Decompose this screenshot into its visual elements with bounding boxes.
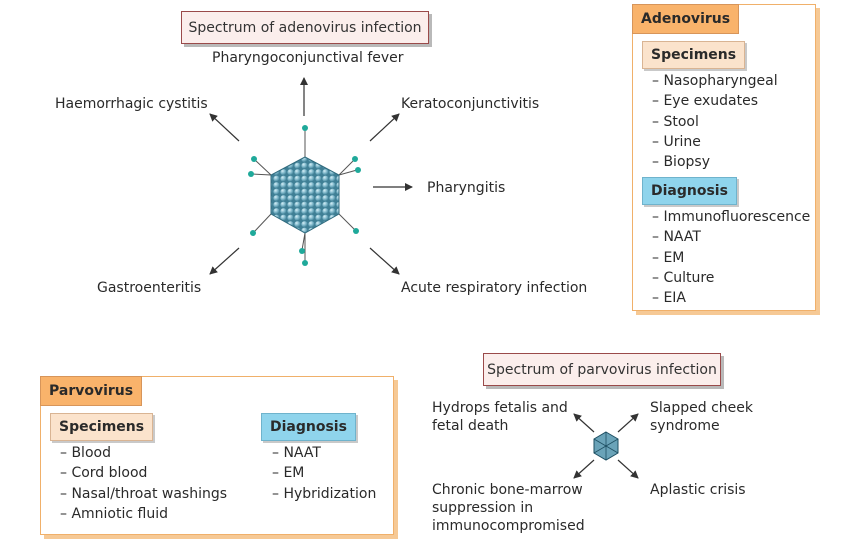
arrow-icon <box>573 413 639 479</box>
outcome-haemorrhagic-cystitis: Haemorrhagic cystitis <box>55 96 208 112</box>
adenovirus-specimens-label: Specimens <box>642 41 746 69</box>
adenovirus-diagnosis-list: Immunofluorescence NAAT EM Culture EIA <box>652 207 810 308</box>
list-item: Cord blood <box>60 463 227 483</box>
arrow-icon <box>209 77 413 275</box>
parvovirus-specimens-list: Blood Cord blood Nasal/throat washings A… <box>60 443 227 524</box>
list-item: Biopsy <box>652 152 778 172</box>
list-item: Stool <box>652 112 778 132</box>
adenovirus-particle-icon <box>248 125 361 266</box>
list-item: Amniotic fluid <box>60 504 227 524</box>
parvovirus-specimens-label: Specimens <box>50 413 154 441</box>
parvovirus-diagnosis-label: Diagnosis <box>261 413 356 441</box>
outcome-keratoconjunctivitis: Keratoconjunctivitis <box>401 96 540 112</box>
list-item: EIA <box>652 288 810 308</box>
list-item: Hybridization <box>272 484 376 504</box>
outcome-pharyngoconjunctival-fever: Pharyngoconjunctival fever <box>212 50 404 66</box>
adenovirus-spectrum-title: Spectrum of adenovirus infection <box>181 11 429 44</box>
outcome-gastroenteritis: Gastroenteritis <box>97 280 202 296</box>
outcome-aplastic-crisis: Aplastic crisis <box>650 482 746 498</box>
list-item: EM <box>272 463 376 483</box>
outcome-slapped-cheek-syndrome: Slapped cheek syndrome <box>650 400 753 434</box>
adenovirus-panel-title: Adenovirus <box>632 4 740 34</box>
parvovirus-spectrum-title: Spectrum of parvovirus infection <box>483 353 721 386</box>
list-item: Immunofluorescence <box>652 207 810 227</box>
outcome-pharyngitis: Pharyngitis <box>427 180 506 196</box>
list-item: Nasal/throat washings <box>60 484 227 504</box>
adenovirus-specimens-list: Nasopharyngeal Eye exudates Stool Urine … <box>652 71 778 172</box>
outcome-hydrops-fetalis: Hydrops fetalis and fetal death <box>432 400 568 434</box>
list-item: Culture <box>652 268 810 288</box>
list-item: Urine <box>652 132 778 152</box>
parvovirus-diagnosis-list: NAAT EM Hybridization <box>272 443 376 504</box>
outcome-chronic-bone-marrow-suppression: Chronic bone-marrow suppression in immun… <box>432 482 585 534</box>
list-item: NAAT <box>652 227 810 247</box>
list-item: NAAT <box>272 443 376 463</box>
list-item: Eye exudates <box>652 91 778 111</box>
list-item: EM <box>652 248 810 268</box>
list-item: Blood <box>60 443 227 463</box>
parvovirus-particle-icon <box>593 431 619 461</box>
list-item: Nasopharyngeal <box>652 71 777 91</box>
parvovirus-panel-title: Parvovirus <box>40 376 143 406</box>
outcome-acute-respiratory-infection: Acute respiratory infection <box>401 280 588 296</box>
adenovirus-diagnosis-label: Diagnosis <box>642 177 737 205</box>
